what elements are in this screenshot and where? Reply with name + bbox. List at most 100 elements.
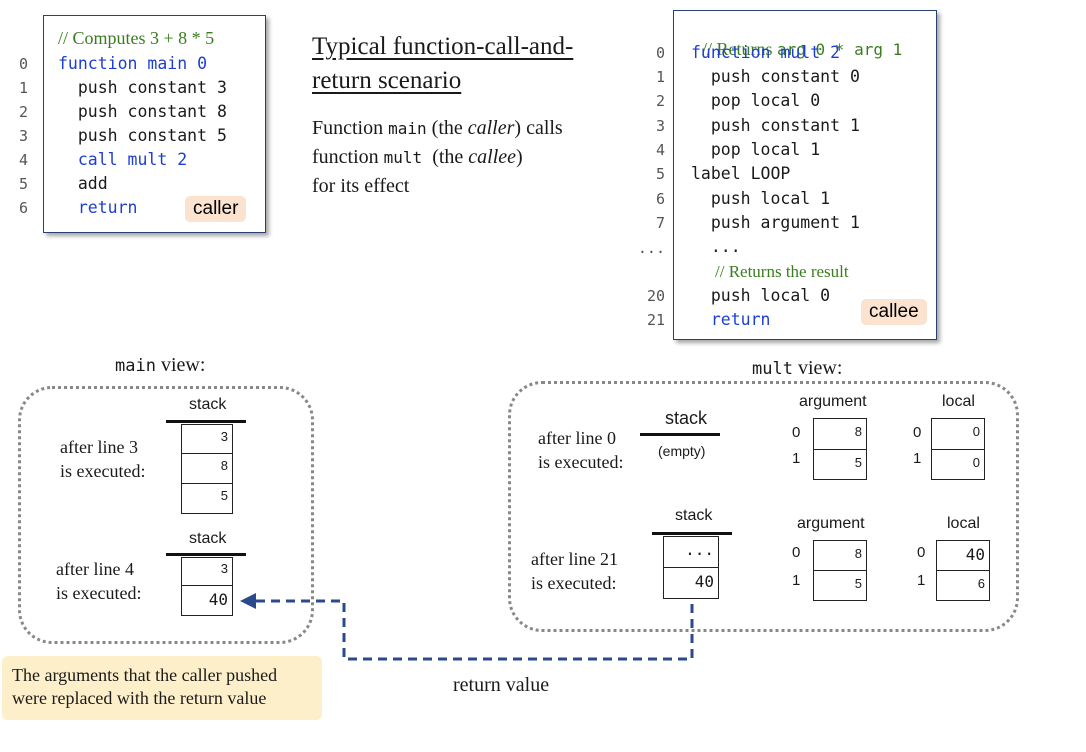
description-line2: function mult (the callee) bbox=[312, 143, 622, 172]
line-number: 2 bbox=[655, 92, 665, 110]
caption-line: after line 21 bbox=[531, 549, 618, 569]
stack-cell: 40 bbox=[663, 567, 719, 599]
description-italic: callee bbox=[468, 146, 517, 168]
caption-line: is executed: bbox=[60, 461, 146, 481]
mult-state2-argument-title: argument bbox=[797, 515, 865, 532]
local-cell: 0 bbox=[931, 449, 985, 480]
caption-line: is executed: bbox=[56, 583, 142, 603]
description-line3: for its effect bbox=[312, 175, 410, 197]
line-number: 1 bbox=[655, 68, 665, 86]
segment-index: 0 bbox=[792, 544, 801, 561]
mult-view-label-code: mult bbox=[752, 359, 793, 379]
description-text: function bbox=[312, 146, 384, 168]
description-italic: caller bbox=[467, 117, 515, 139]
main-view-label-code: main bbox=[115, 356, 156, 376]
caption-line: after line 4 bbox=[56, 559, 134, 579]
stack-cell: 3 bbox=[181, 557, 233, 586]
callee-code-box bbox=[673, 10, 937, 340]
line-number: 6 bbox=[18, 199, 28, 217]
return-arrow-head bbox=[240, 593, 256, 609]
mult-view-label-text: view: bbox=[792, 357, 843, 379]
segment-index: 0 bbox=[917, 544, 926, 561]
segment-index: 1 bbox=[792, 450, 801, 467]
code-line: return bbox=[691, 310, 771, 329]
line-number: 2 bbox=[18, 103, 28, 121]
stack-cell: ... bbox=[663, 536, 719, 568]
description-text: ) bbox=[516, 146, 523, 168]
description-text: Function bbox=[312, 117, 389, 139]
description-code: main bbox=[388, 119, 427, 138]
mult-state2-stack-title: stack bbox=[675, 507, 713, 524]
description-text: (the bbox=[426, 117, 468, 139]
line-number: ... bbox=[637, 239, 665, 257]
description: Function main (the caller) calls functio… bbox=[312, 114, 622, 200]
stack-cell: 5 bbox=[181, 483, 233, 514]
stack-base-bar bbox=[652, 532, 732, 535]
mult-state1-stack-title: stack bbox=[665, 408, 708, 428]
code-line: push constant 5 bbox=[58, 126, 227, 145]
callee-inner-comment: // Returns the result bbox=[715, 262, 849, 281]
code-line: push constant 1 bbox=[691, 116, 860, 135]
code-line: push constant 8 bbox=[58, 102, 227, 121]
main-state1-caption: after line 3 is executed: bbox=[60, 435, 145, 483]
code-line: push constant 3 bbox=[58, 78, 227, 97]
mult-state1-local-title: local bbox=[942, 393, 975, 410]
callee-tag: callee bbox=[861, 299, 927, 325]
code-line: function mult 2 bbox=[691, 43, 841, 62]
line-number: 1 bbox=[18, 79, 28, 97]
code-line: function main 0 bbox=[58, 54, 208, 73]
main-view-label: main view: bbox=[115, 354, 205, 377]
return-arrow-path bbox=[256, 599, 694, 661]
line-number: 5 bbox=[18, 175, 28, 193]
segment-index: 0 bbox=[792, 424, 801, 441]
caption-line: is executed: bbox=[531, 573, 617, 593]
argument-cell: 5 bbox=[813, 570, 867, 601]
line-number: 0 bbox=[18, 55, 28, 73]
mult-state2-caption: after line 21 is executed: bbox=[531, 547, 618, 595]
line-number: 21 bbox=[646, 311, 665, 329]
main-view-label-text: view: bbox=[155, 354, 206, 376]
line-number: 20 bbox=[646, 287, 665, 305]
callee-comment-code: arg 0 * arg 1 bbox=[777, 40, 903, 59]
code-line: push local 1 bbox=[691, 189, 831, 208]
mult-state1-caption: after line 0 is executed: bbox=[538, 426, 623, 474]
stack-base-bar bbox=[166, 420, 246, 423]
callee-comment: // Returns arg 0 * arg 1 bbox=[693, 18, 902, 60]
line-number: 5 bbox=[655, 165, 665, 183]
segment-index: 0 bbox=[913, 424, 922, 441]
main-state2-caption: after line 4 is executed: bbox=[56, 557, 141, 605]
explanation-note: The arguments that the caller pushed wer… bbox=[2, 656, 322, 720]
local-cell: 0 bbox=[931, 418, 985, 450]
segment-index: 1 bbox=[917, 572, 926, 589]
segment-index: 1 bbox=[792, 572, 801, 589]
main-state2-stack-title: stack bbox=[189, 530, 227, 547]
mult-view-panel bbox=[508, 381, 1019, 632]
argument-cell: 5 bbox=[813, 449, 867, 480]
line-number: 0 bbox=[655, 44, 665, 62]
description-text: ) calls bbox=[514, 117, 563, 139]
line-number: 4 bbox=[18, 151, 28, 169]
line-number: 3 bbox=[18, 127, 28, 145]
caller-tag: caller bbox=[185, 196, 247, 222]
stack-base-bar bbox=[640, 433, 720, 436]
code-line: pop local 1 bbox=[691, 140, 821, 159]
stack-cell: 40 bbox=[181, 585, 233, 616]
description-text: (the bbox=[422, 146, 469, 168]
line-number: 3 bbox=[655, 117, 665, 135]
line-number: 4 bbox=[655, 141, 665, 159]
segment-index: 1 bbox=[913, 450, 922, 467]
caption-line: is executed: bbox=[538, 452, 624, 472]
code-line: push argument 1 bbox=[691, 213, 860, 232]
code-line: call mult 2 bbox=[58, 150, 188, 169]
code-line: return bbox=[58, 198, 138, 217]
line-number: 7 bbox=[655, 214, 665, 232]
description-code: mult bbox=[383, 148, 423, 167]
callee-comment-text: // Returns bbox=[702, 39, 777, 59]
local-cell: 6 bbox=[936, 570, 990, 601]
stack-base-bar bbox=[166, 553, 246, 556]
code-line: add bbox=[58, 174, 108, 193]
caller-comment: // Computes 3 + 8 * 5 bbox=[58, 28, 215, 48]
code-line: push local 0 bbox=[691, 286, 831, 305]
stack-empty-label: (empty) bbox=[658, 443, 706, 459]
